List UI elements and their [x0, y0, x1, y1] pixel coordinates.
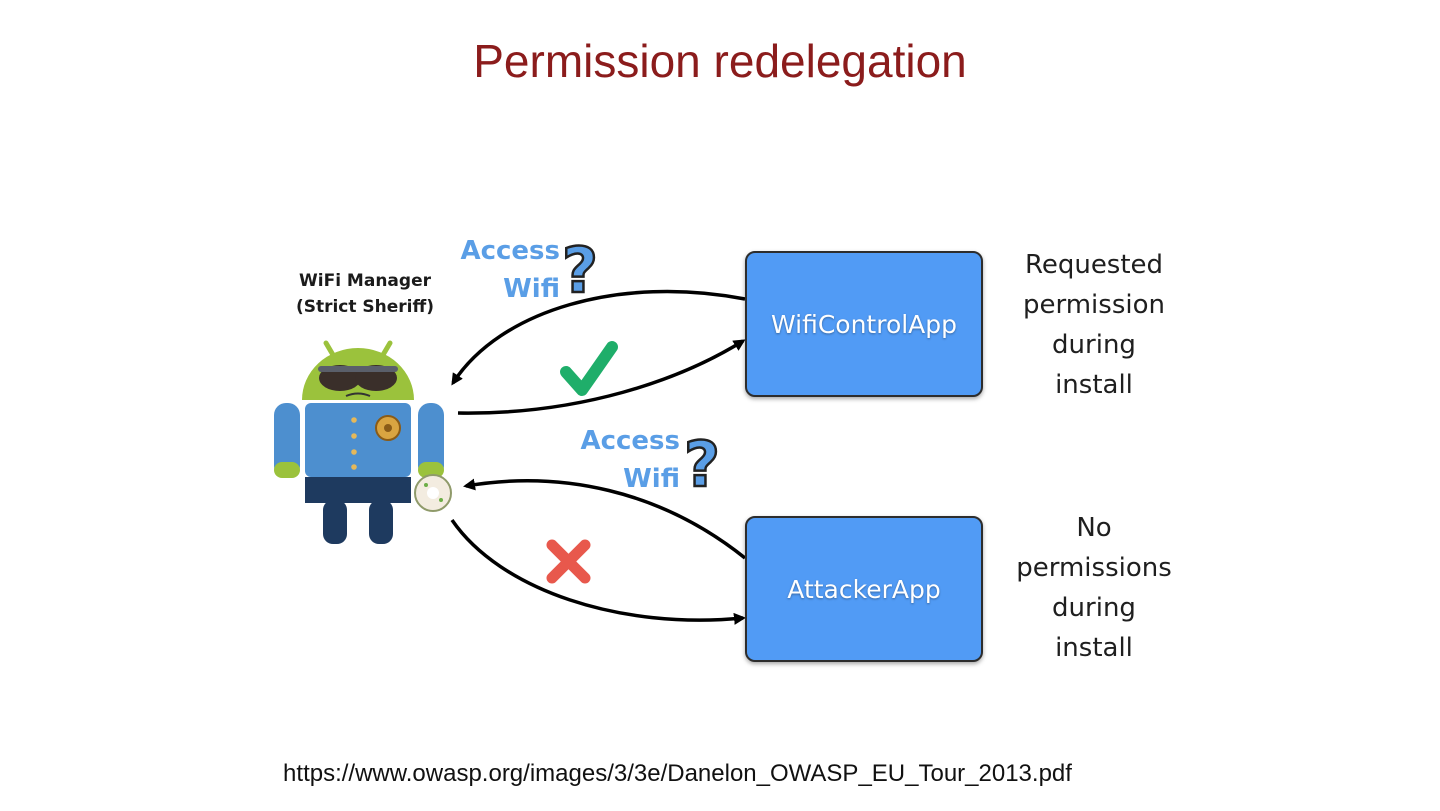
question-mark-icon: ?: [683, 427, 721, 503]
wifi-manager-name: WiFi Manager: [299, 271, 431, 291]
access-wifi-label-bottom: Access Wifi: [560, 422, 680, 498]
note-line: permission: [1023, 290, 1165, 320]
note-line: permissions: [1016, 553, 1172, 583]
source-url: https://www.owasp.org/images/3/3e/Danelo…: [283, 760, 1072, 787]
arrow-attacker-to-manager: [463, 478, 747, 560]
arrow-manager-to-attacker: [450, 519, 746, 625]
access-label-line1: Access: [580, 426, 680, 456]
access-label-line1: Access: [460, 236, 560, 266]
access-wifi-label-top: Access Wifi: [440, 232, 560, 308]
check-mark-icon: [560, 341, 618, 396]
android-sheriff-icon: [274, 340, 452, 544]
access-label-line2: Wifi: [623, 464, 680, 494]
arrow-manager-to-wificontrol: [457, 339, 746, 415]
slide-title: Permission redelegation: [473, 35, 967, 87]
attackerapp-box: AttackerApp: [745, 516, 983, 662]
app-name: AttackerApp: [787, 574, 941, 604]
wifi-manager-subtitle: (Strict Sheriff): [295, 297, 435, 317]
arrow-wificontrol-to-manager: [451, 289, 746, 386]
note-line: No: [1076, 513, 1112, 543]
svg-text:?: ?: [562, 234, 598, 307]
note-line: during: [1052, 330, 1136, 360]
wifi-manager-label: WiFi Manager (Strict Sheriff): [270, 268, 460, 320]
access-label-line2: Wifi: [503, 274, 560, 304]
wificontrolapp-box: WifiControlApp: [745, 251, 983, 397]
wificontrolapp-note: Requested permission during install: [994, 245, 1194, 405]
attackerapp-note: No permissions during install: [994, 508, 1194, 668]
cross-mark-icon: [546, 539, 591, 584]
note-line: install: [1055, 633, 1133, 663]
note-line: during: [1052, 593, 1136, 623]
question-mark-icon: ?: [561, 233, 599, 309]
note-line: install: [1055, 370, 1133, 400]
note-line: Requested: [1024, 250, 1164, 280]
app-name: WifiControlApp: [770, 309, 958, 339]
svg-text:?: ?: [684, 428, 720, 501]
